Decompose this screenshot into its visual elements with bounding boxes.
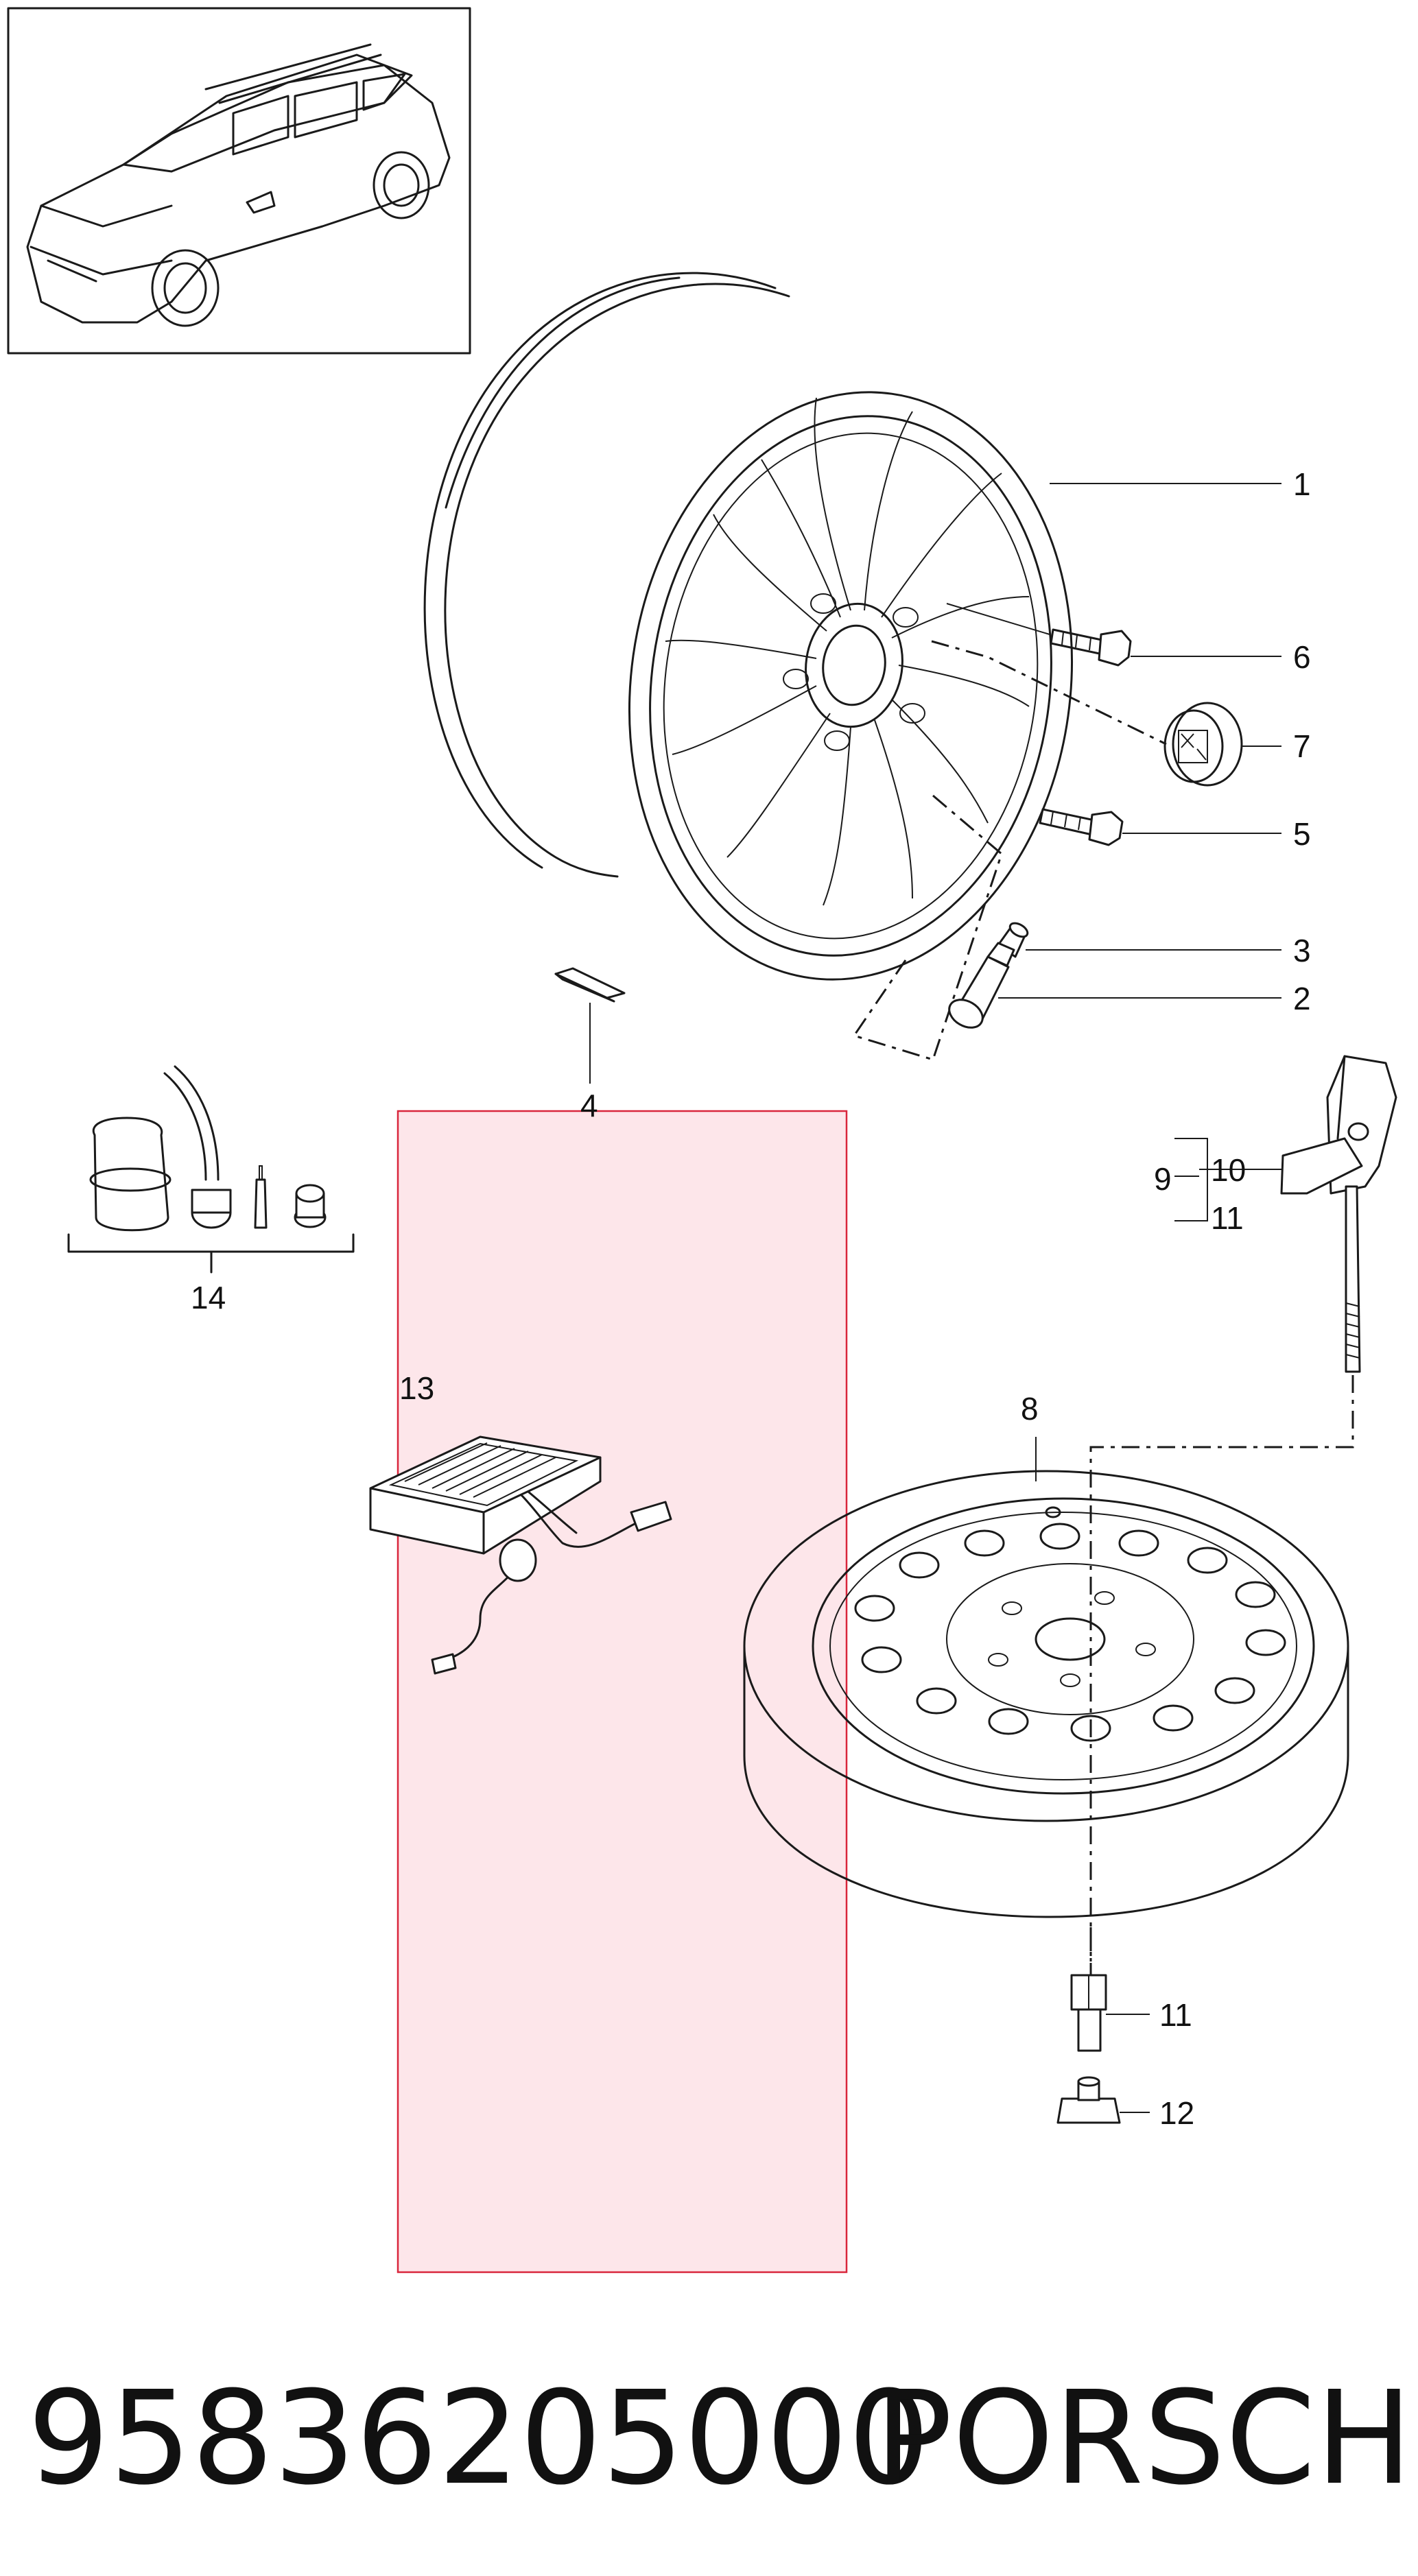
callout-6: 6 [1293,639,1311,675]
highlight-box-13 [397,1110,848,2274]
callout-2: 2 [1293,981,1311,1016]
kit-14-bracket [67,1233,355,1274]
callout-14: 14 [191,1280,226,1315]
center-cap-7 [1163,702,1243,787]
spare-wheel-bolt-11 [1070,1927,1107,2052]
compressor-13 [369,1435,672,1675]
balance-weight-4 [554,967,626,1003]
jack-dash-line [1089,1375,1354,1961]
callout-11-jack: 11 [1211,1200,1244,1236]
sealant-kit-14 [89,1065,327,1232]
wheel-bolt-5 [1039,808,1124,846]
nut-12 [1056,2076,1121,2124]
leader-lines [589,483,1283,2113]
wheel-rim [423,272,1073,981]
brand-name: PORSCHE [875,2363,1418,2514]
callout-11-bolt: 11 [1159,1997,1192,2033]
spare-wheel-8 [743,1470,1349,1918]
callout-5: 5 [1293,816,1311,852]
wheel-bolt-6 [1050,628,1132,667]
valve-group-outline [852,794,1003,1061]
callout-1: 1 [1293,466,1311,502]
valve-stem-2 [948,942,1015,1029]
callout-12: 12 [1159,2095,1194,2131]
part-number: 95836205000 [27,2363,930,2514]
callout-9: 9 [1154,1161,1172,1197]
callout-8: 8 [1021,1391,1039,1427]
vehicle-thumbnail [7,7,471,355]
cap-dash-line [931,640,1167,746]
jack-assembly [1280,1055,1397,1373]
callout-13: 13 [399,1370,434,1406]
callout-4: 4 [580,1088,598,1123]
callout-10: 10 [1211,1152,1246,1188]
callout-3: 3 [1293,933,1311,968]
callout-7: 7 [1293,728,1311,764]
